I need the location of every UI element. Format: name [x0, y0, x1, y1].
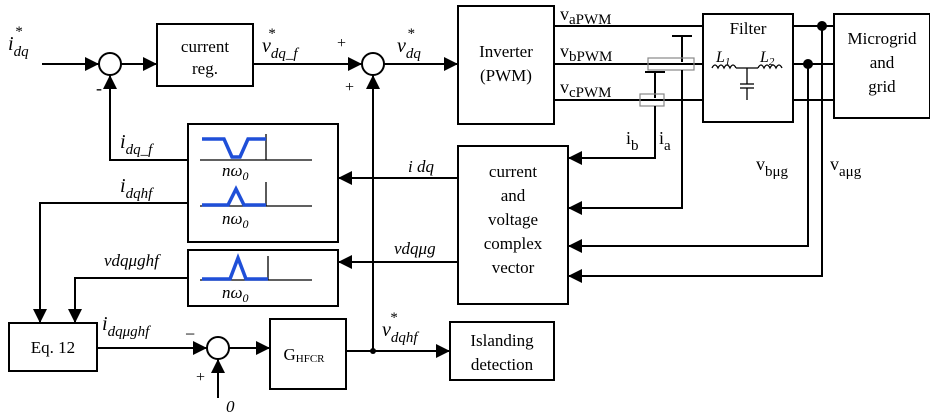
node-vdqhf: [370, 348, 376, 354]
cv-label-1: current: [489, 162, 537, 181]
cv-label-3: voltage: [488, 210, 538, 229]
vdqughf-label: vdqμghf: [104, 251, 161, 270]
lcl-filter-icon: [711, 64, 783, 100]
n-omega0-label-1: nω0: [222, 161, 249, 183]
vdq-f-star-label: vdq_f*: [262, 26, 299, 62]
microgrid-label-2: and: [870, 53, 895, 72]
vaug-label: vaμg: [830, 154, 862, 180]
filter-label: Filter: [730, 19, 767, 38]
ib-label: ib: [626, 128, 639, 154]
vdqhf-star-label: vdqhf*: [382, 310, 419, 346]
vbpwm-label: vbPWM: [560, 41, 612, 65]
L1-label: L1: [715, 49, 730, 68]
complex-vector-block: [457, 145, 569, 305]
current-sensor-a: [647, 35, 695, 71]
voltage-bandpass-response-icon: [200, 253, 312, 281]
wire-idqhf-to-eq12: [33, 202, 188, 323]
cv-label-5: vector: [492, 258, 535, 277]
idq-label: i dq: [408, 157, 434, 176]
microgrid-block: [833, 13, 930, 119]
sum-junction-3: [206, 336, 230, 360]
idqhf-label: idqhf: [120, 175, 154, 202]
sum-junction-1: [98, 52, 122, 76]
inverter-label-2: (PWM): [480, 66, 532, 85]
wire-vaug: [568, 26, 823, 283]
ia-label: ia: [659, 128, 671, 154]
microgrid-label-1: Microgrid: [848, 29, 917, 48]
sum1-minus: -: [96, 78, 102, 98]
wire-idqf-feedback: [103, 75, 188, 161]
idq-star-label: idq*: [8, 24, 29, 60]
microgrid-label-3: grid: [868, 77, 896, 96]
wire-ib: [568, 106, 656, 165]
vapwm-label: vaPWM: [560, 4, 612, 28]
current-sensor-b: [639, 71, 665, 107]
sum-junction-2: [361, 52, 385, 76]
idq-f-label: idq_f: [120, 131, 154, 158]
islanding-label-2: detection: [471, 355, 534, 374]
idqughf-label: idqμghf: [102, 313, 151, 340]
vbug-label: vbμg: [756, 154, 789, 180]
inverter-label-1: Inverter: [479, 42, 533, 61]
wire-ia: [568, 70, 683, 215]
sum3-minus: −: [185, 324, 195, 344]
hfcr-block: [269, 318, 347, 390]
n-omega0-label-3: nω0: [222, 283, 249, 305]
zero-ref-label: 0: [226, 397, 235, 416]
filter-bank-block: [187, 123, 339, 243]
sum3-plus: +: [196, 369, 205, 386]
current-reg-block: [156, 23, 254, 87]
wire-vdqughf-to-eq12: [68, 277, 188, 323]
sum2-plus-bottom: +: [345, 79, 354, 96]
inverter-block: [457, 5, 555, 125]
wire-vbug: [568, 64, 809, 253]
islanding-label-1: Islanding: [470, 331, 534, 350]
eq12-label: Eq. 12: [31, 338, 75, 357]
notch-filter-response-icon: [200, 134, 312, 161]
vdq-star-label: vdq*: [397, 26, 421, 62]
cv-label-2: and: [501, 186, 526, 205]
current-reg-label-2: reg.: [192, 59, 218, 78]
sum2-plus-top: +: [337, 35, 346, 52]
vdqug-label: vdqμg: [394, 239, 436, 258]
L2-label: L2: [759, 49, 775, 68]
cv-label-4: complex: [484, 234, 543, 253]
current-reg-label-1: current: [181, 37, 229, 56]
bandpass-filter-response-icon: [200, 182, 312, 207]
hfcr-label: GHFCR: [283, 345, 325, 365]
vcpwm-label: vcPWM: [560, 77, 612, 101]
n-omega0-label-2: nω0: [222, 209, 249, 231]
